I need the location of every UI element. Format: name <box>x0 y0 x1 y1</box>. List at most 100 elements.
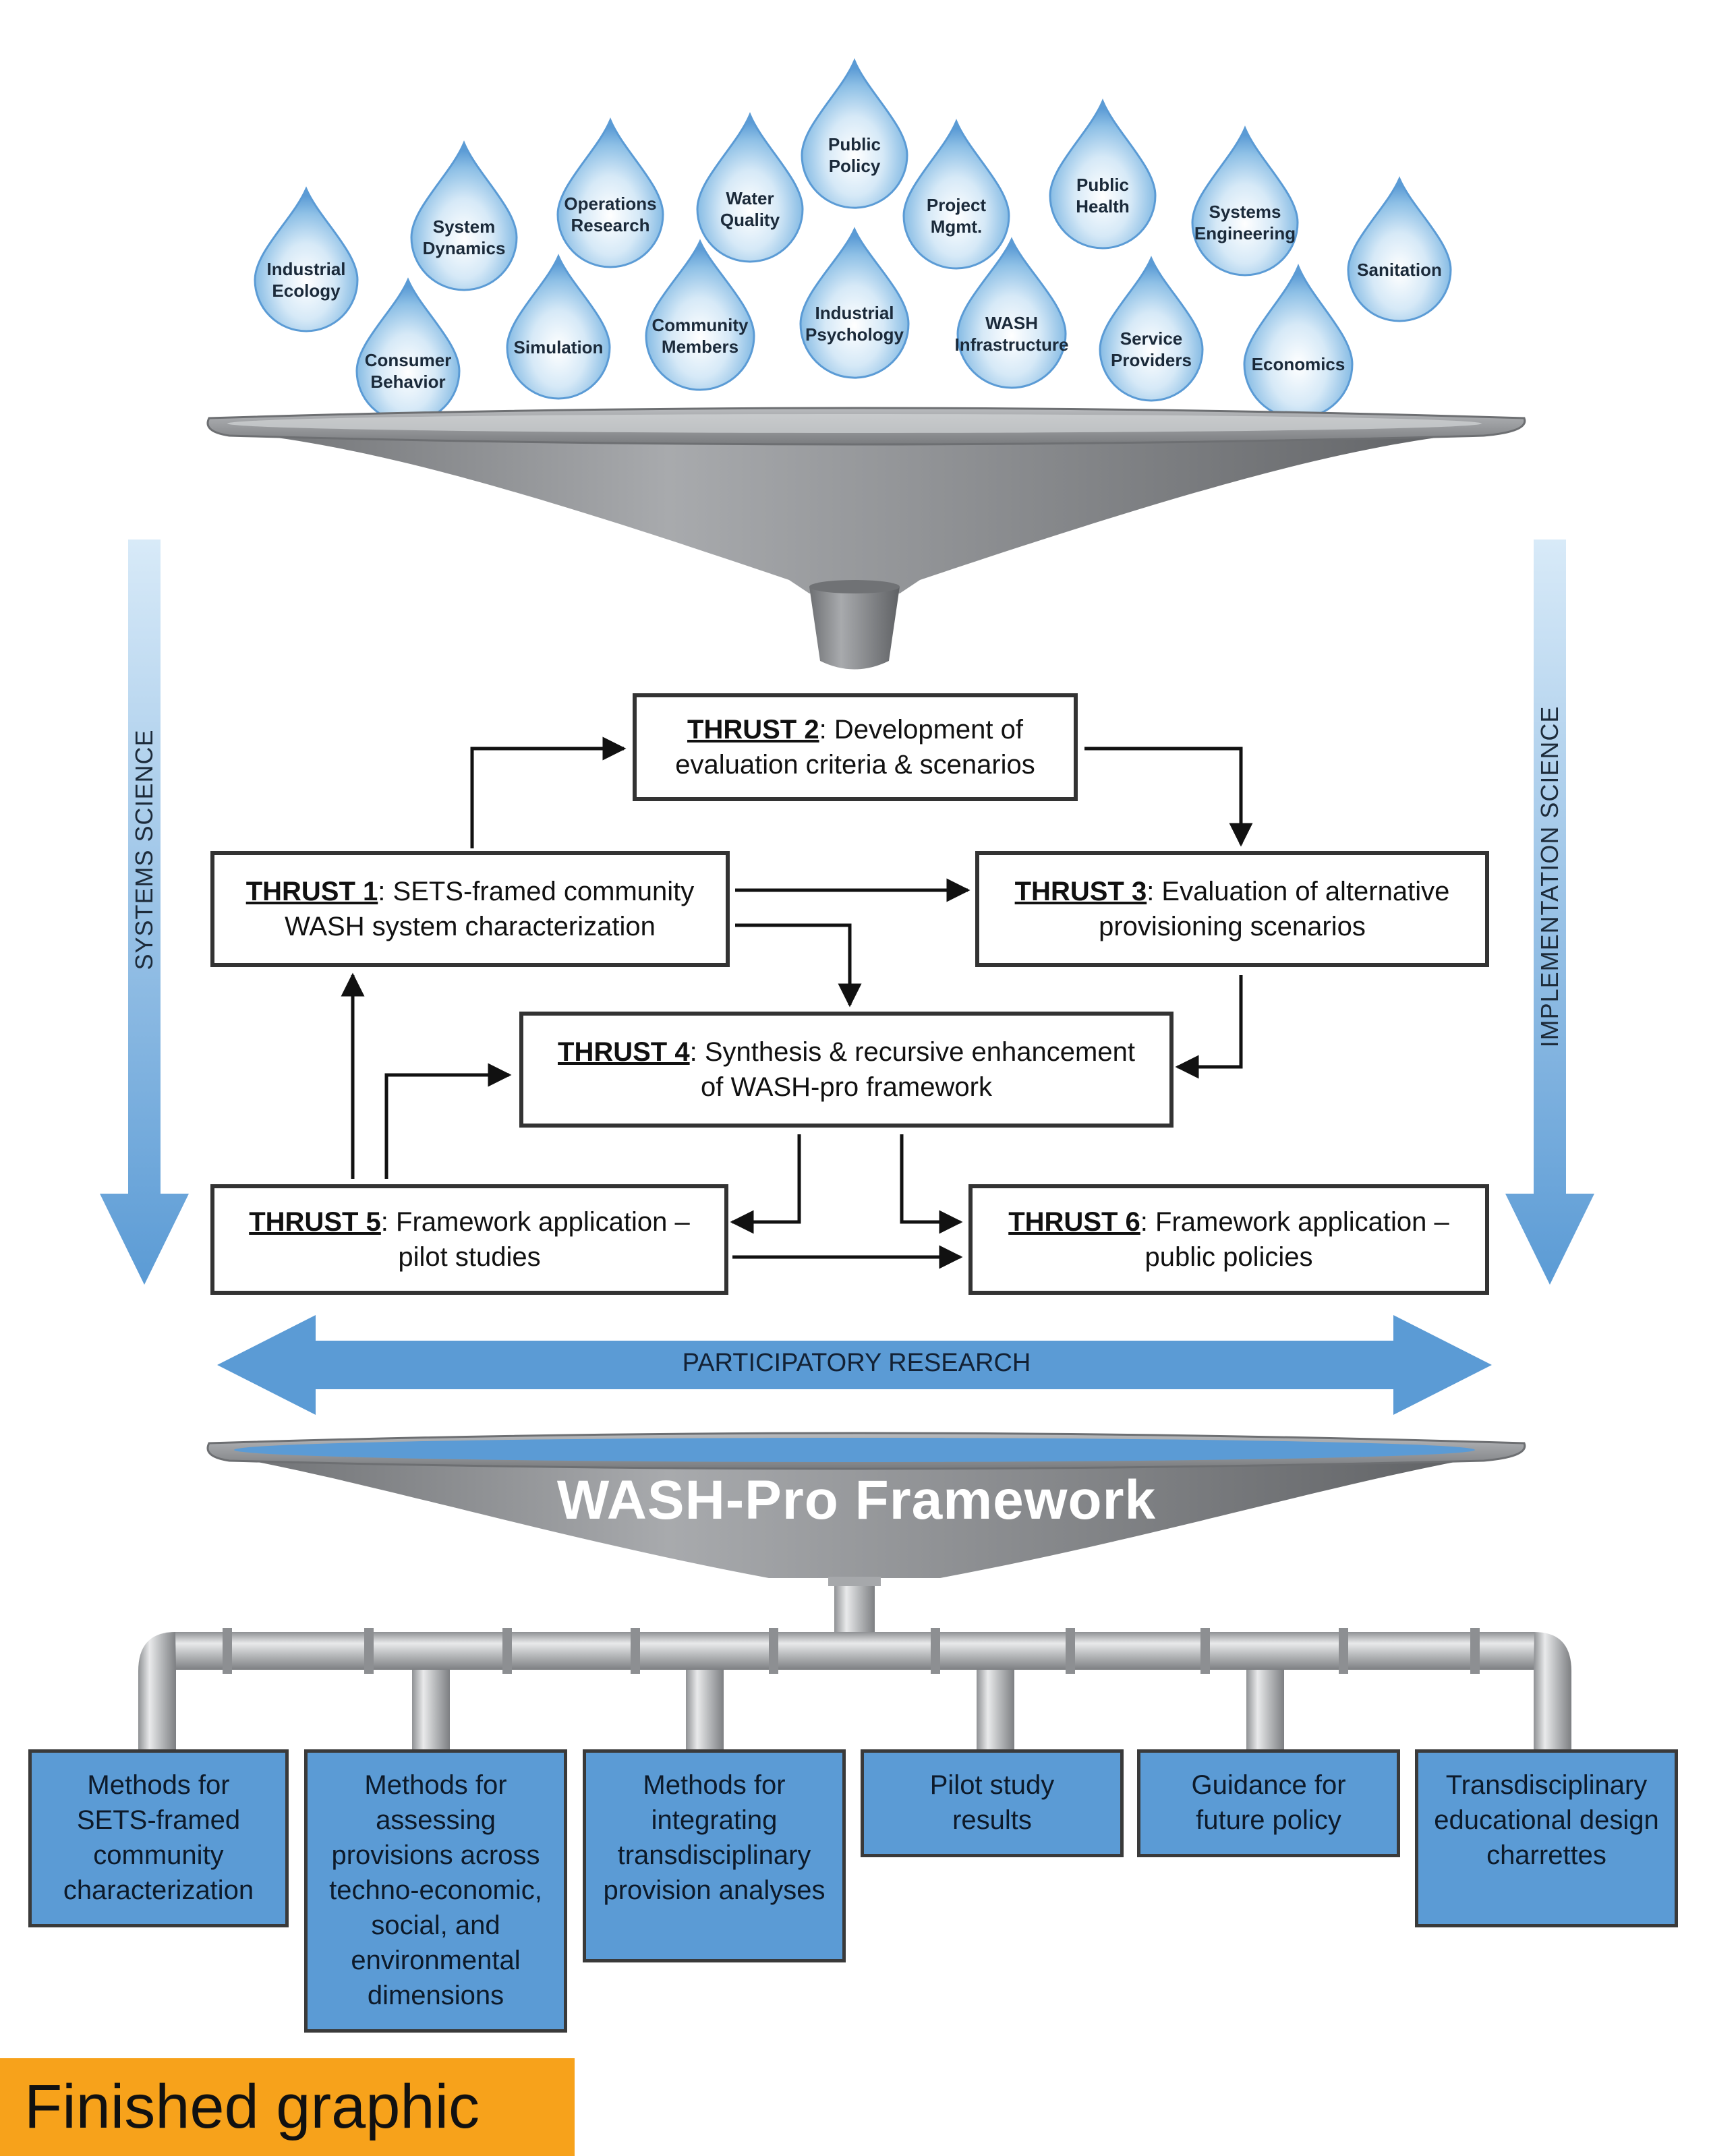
thrust-4-line2: of WASH-pro framework <box>701 1072 992 1102</box>
systems-science-arrow <box>100 540 189 1285</box>
thrust-6-line1: : Framework application – <box>1140 1207 1449 1237</box>
thrust-6-line2: public policies <box>1145 1242 1313 1272</box>
thrust-2-label: THRUST 2 <box>687 715 819 745</box>
drop-shape <box>1191 125 1299 276</box>
thrust-1-label: THRUST 1 <box>245 877 378 906</box>
arrow-t1-t2 <box>470 736 627 848</box>
drop-label: Economics <box>1252 354 1345 374</box>
output-assessing-text: Methods for assessing provisions across … <box>329 1770 542 2010</box>
drop-shape <box>801 58 908 209</box>
implementation-science-label: IMPLEMENTATION SCIENCE <box>1536 705 1563 1048</box>
drop-label: Industrial <box>815 303 894 323</box>
thrust-4-line1: : Synthesis & recursive enhancement <box>689 1037 1135 1067</box>
drop-label: Ecology <box>272 281 341 301</box>
drop-label: Quality <box>720 210 780 230</box>
arrow-t4-t6 <box>900 1134 963 1234</box>
arrow-t1-t4 <box>735 923 862 1008</box>
drop-label: Project <box>927 195 986 215</box>
output-charrettes-text: Transdisciplinary educational design cha… <box>1434 1770 1659 1870</box>
thrust-5-box: THRUST 5: Framework application –pilot s… <box>210 1184 728 1295</box>
drop-label: Service <box>1120 328 1183 349</box>
drop-label: Simulation <box>514 337 604 357</box>
finished-graphic-tag: Finished graphic <box>0 2058 575 2156</box>
output-policy-guidance: Guidance for future policy <box>1137 1749 1400 1857</box>
drop-shape <box>410 140 518 291</box>
drop-label: Dynamics <box>423 238 506 258</box>
drop-label: Water <box>726 188 774 208</box>
thrust-4-box: THRUST 4: Synthesis & recursive enhancem… <box>519 1012 1174 1128</box>
drop-label: Members <box>662 337 738 357</box>
thrust-6-label: THRUST 6 <box>1008 1207 1140 1237</box>
thrust-flow-arrows <box>341 736 1253 1269</box>
drop-shape <box>254 186 359 332</box>
drop-simulation: Simulation <box>506 254 611 400</box>
thrust-5-line2: pilot studies <box>398 1242 541 1272</box>
drop-shape <box>902 119 1010 270</box>
drop-label: Systems <box>1209 202 1281 222</box>
drop-label: Public <box>828 134 881 154</box>
drop-shape <box>506 254 611 400</box>
participatory-arrow <box>217 1315 1492 1415</box>
participatory-research-label: PARTICIPATORY RESEARCH <box>682 1349 1031 1377</box>
discipline-drops: PublicPolicyWaterQualityProjectMgmt.Oper… <box>254 58 1452 424</box>
drop-shape <box>1243 264 1354 419</box>
drop-sanitation: Sanitation <box>1347 176 1452 322</box>
output-sets-text: Methods for SETS-framed community charac… <box>63 1770 254 1905</box>
drop-shape <box>1347 176 1452 322</box>
thrust-1-line1: : SETS-framed community <box>378 877 695 906</box>
output-pilot-results: Pilot study results <box>861 1749 1124 1857</box>
drop-label: System <box>433 216 496 237</box>
output-assessing-provisions: Methods for assessing provisions across … <box>304 1749 567 2033</box>
arrow-t5-t4 <box>384 1063 512 1179</box>
thrust-3-line2: provisioning scenarios <box>1099 912 1366 941</box>
drop-label: Health <box>1076 196 1129 216</box>
drop-label: Behavior <box>370 372 445 392</box>
drop-shape <box>556 117 664 268</box>
arrow-t4-t5 <box>730 1134 801 1234</box>
framework-title: WASH-Pro Framework <box>556 1469 1157 1531</box>
thrust-4-label: THRUST 4 <box>558 1037 690 1067</box>
distribution-pipes <box>138 1577 1571 1751</box>
drop-label: Industrial <box>266 259 345 279</box>
output-integrating-analyses: Methods for integrating transdisciplinar… <box>583 1749 846 1962</box>
implementation-science-arrow <box>1505 540 1594 1285</box>
thrust-3-line1: : Evaluation of alternative <box>1147 877 1450 906</box>
arrow-t3-t4 <box>1175 975 1243 1079</box>
drop-label: Community <box>652 315 749 335</box>
arrow-t2-t3 <box>1084 747 1253 847</box>
top-funnel <box>206 407 1526 670</box>
output-guidance-text: Guidance for future policy <box>1191 1770 1346 1835</box>
drop-label: Operations <box>564 194 656 214</box>
drop-label: Research <box>571 215 649 235</box>
thrust-2-line2: evaluation criteria & scenarios <box>675 750 1035 780</box>
output-pilot-text: Pilot study results <box>929 1770 1055 1835</box>
drop-label: Public <box>1076 175 1129 195</box>
drop-label: Infrastructure <box>954 334 1068 355</box>
thrust-3-label: THRUST 3 <box>1014 877 1147 906</box>
thrust-2-box: THRUST 2: Development of evaluation crite… <box>633 693 1078 801</box>
drop-label: Engineering <box>1194 223 1296 243</box>
output-sets-characterization: Methods for SETS-framed community charac… <box>28 1749 289 1927</box>
thrust-2-line1: : Development of <box>819 715 1023 745</box>
drop-label: Mgmt. <box>931 216 983 237</box>
drop-label: Policy <box>829 156 881 176</box>
drop-shape <box>956 237 1067 389</box>
drop-label: Providers <box>1111 350 1192 370</box>
systems-science-label: SYSTEMS SCIENCE <box>130 729 158 970</box>
thrust-3-box: THRUST 3: Evaluation of alternative provi… <box>975 851 1489 967</box>
drop-label: WASH <box>985 313 1038 333</box>
drop-label: Sanitation <box>1357 260 1442 280</box>
